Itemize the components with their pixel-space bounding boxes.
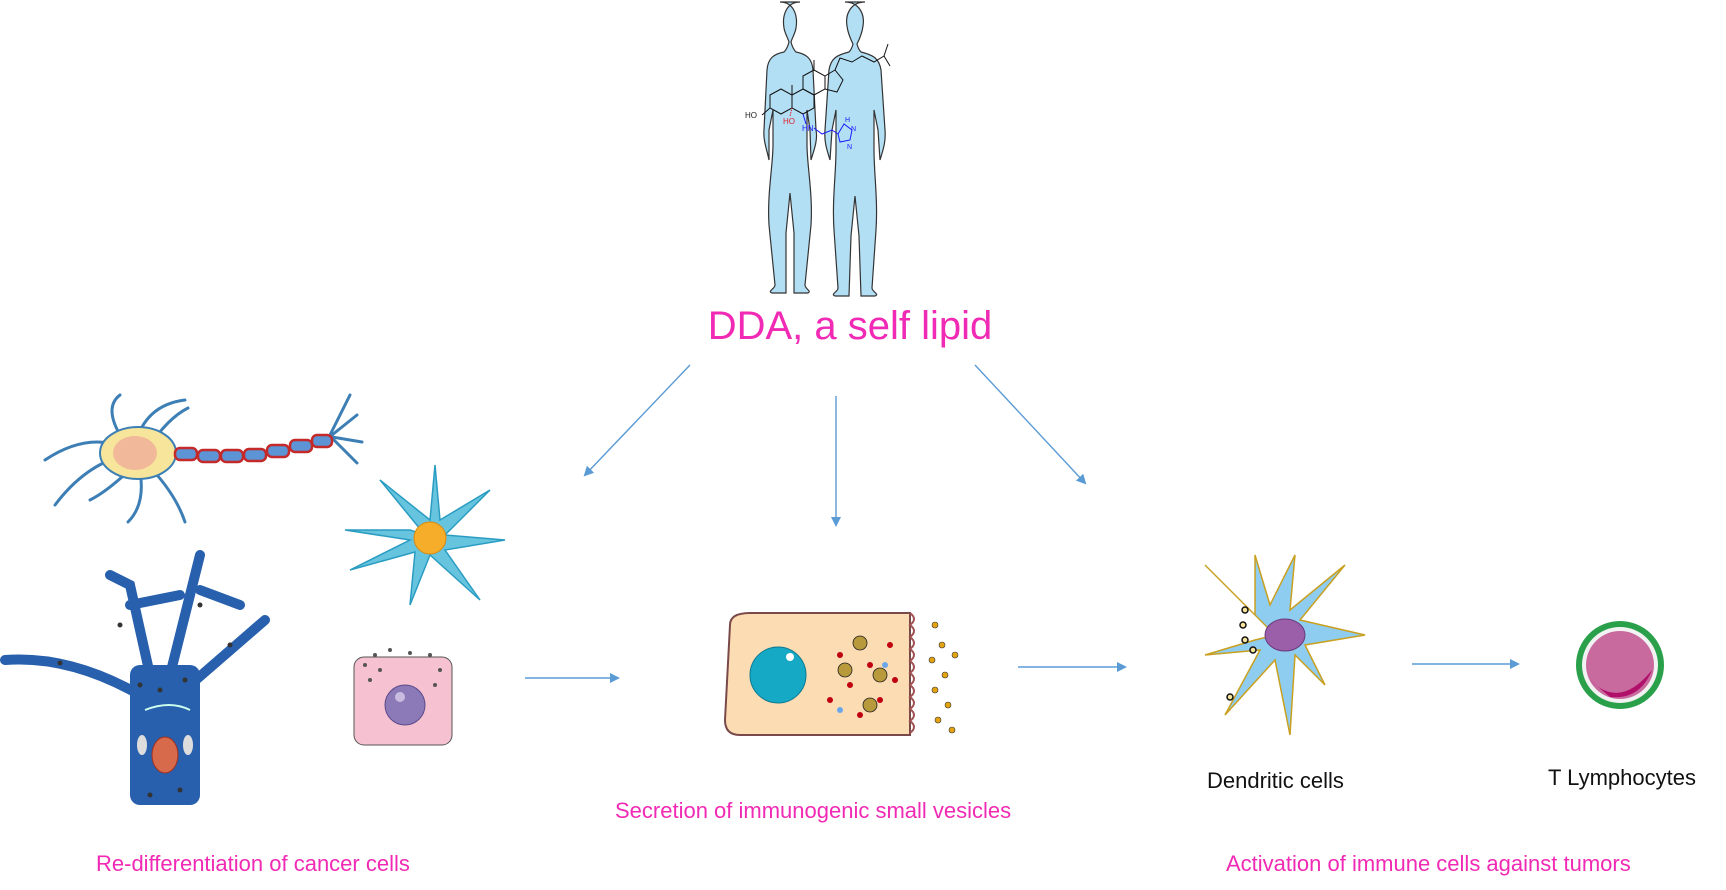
dendritic-cell-illustration xyxy=(1204,554,1366,736)
pink-cell-illustration xyxy=(353,648,453,746)
dda-molecule-structure xyxy=(761,43,891,116)
neuron-illustration xyxy=(43,393,364,524)
human-figures-illustration: HO HO HN H N N xyxy=(745,1,891,297)
molecule-label-imidazole-h: H xyxy=(845,117,850,124)
caption-activation: Activation of immune cells against tumor… xyxy=(1226,851,1631,876)
arrow-to-activation xyxy=(974,364,1087,485)
molecule-label-ho-1: HO xyxy=(745,111,757,120)
molecule-label-ho-2: HO xyxy=(783,117,795,126)
t-lymphocytes-label: T Lymphocytes xyxy=(1548,765,1696,790)
female-silhouette xyxy=(763,1,818,294)
molecule-label-imidazole-n2: N xyxy=(847,144,852,151)
arrow-to-redifferentiation xyxy=(583,364,691,477)
molecule-label-hn: HN xyxy=(802,124,814,133)
molecule-label-imidazole-n1: N xyxy=(851,126,856,133)
secreting-cell-illustration xyxy=(723,612,959,736)
dendritic-cells-label: Dendritic cells xyxy=(1207,768,1344,793)
caption-secretion: Secretion of immunogenic small vesicles xyxy=(615,798,1012,823)
astrocyte-illustration xyxy=(344,464,506,606)
caption-redifferentiation: Re-differentiation of cancer cells xyxy=(96,851,410,876)
melanocyte-like-cell-illustration xyxy=(0,550,270,805)
diagram-title: DDA, a self lipid xyxy=(707,304,993,348)
t-lymphocyte-illustration xyxy=(1576,621,1664,709)
